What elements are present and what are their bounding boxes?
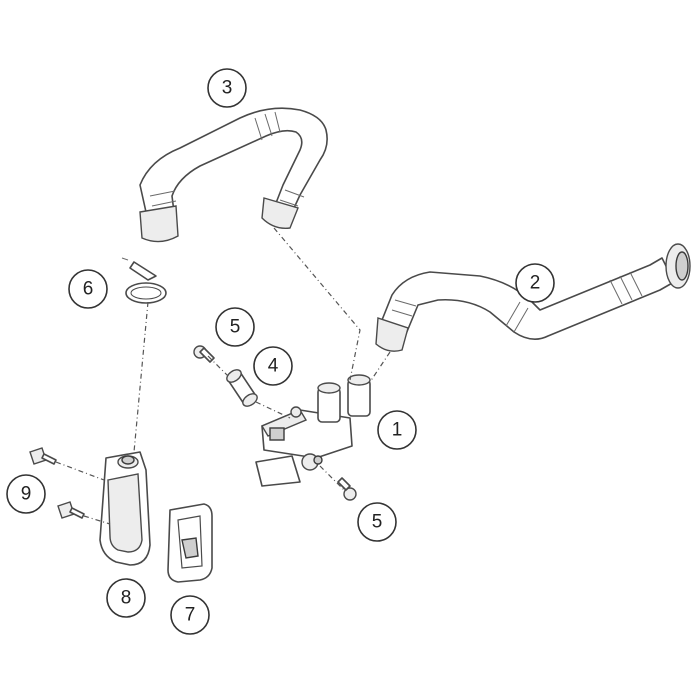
callout-5-lower: 5 <box>357 502 397 542</box>
callout-3: 3 <box>207 68 247 108</box>
valve-1 <box>255 374 371 487</box>
callout-7: 7 <box>170 595 210 635</box>
bolt-9-upper <box>29 447 57 465</box>
spacer-4 <box>226 369 258 407</box>
callout-5-upper: 5 <box>215 307 255 347</box>
gasket-7 <box>167 503 213 583</box>
svg-text:8: 8 <box>121 588 132 609</box>
hose-3 <box>139 107 328 243</box>
leader-lines <box>55 227 391 525</box>
bolt-9-lower <box>57 501 85 519</box>
svg-text:1: 1 <box>392 420 403 441</box>
svg-text:6: 6 <box>83 279 94 300</box>
callout-8: 8 <box>106 578 146 618</box>
svg-text:2: 2 <box>530 273 541 294</box>
callout-2: 2 <box>515 263 555 303</box>
svg-text:3: 3 <box>222 78 233 99</box>
cover-8 <box>99 451 151 566</box>
svg-text:4: 4 <box>268 356 279 377</box>
svg-text:5: 5 <box>230 317 241 338</box>
callout-6: 6 <box>68 269 108 309</box>
clamp-6 <box>121 257 167 304</box>
callout-4: 4 <box>253 346 293 386</box>
screw-5-lower <box>337 477 357 501</box>
svg-text:5: 5 <box>372 512 383 533</box>
callout-1: 1 <box>377 410 417 450</box>
svg-text:9: 9 <box>21 484 32 505</box>
callout-9: 9 <box>6 474 46 514</box>
svg-text:7: 7 <box>185 605 196 626</box>
